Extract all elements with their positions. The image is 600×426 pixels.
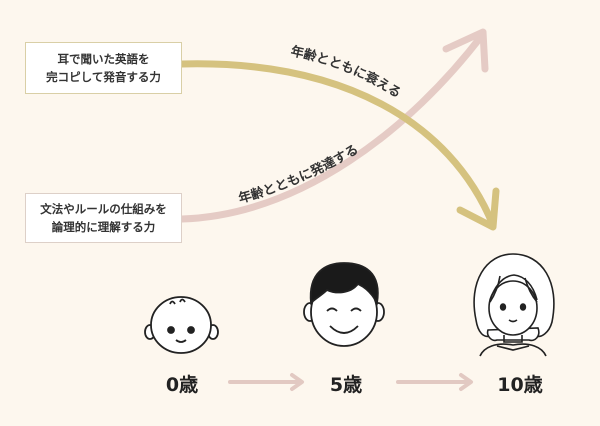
age-label-5: 5歳: [329, 374, 363, 396]
decline-curve-label: 年齢とともに衰える: [289, 43, 403, 101]
timeline-arrow-2: [396, 373, 473, 391]
develop-curve: [178, 30, 487, 223]
age-label-0: 0歳: [165, 374, 199, 396]
grammar-ability-line2: 論理的に理解する力: [51, 220, 156, 234]
grammar-ability-box: 文法やルールの仕組みを 論理的に理解する力: [25, 193, 182, 243]
age-label-10: 10歳: [497, 374, 543, 396]
grammar-ability-line1: 文法やルールの仕組みを: [40, 202, 167, 216]
boy-face-icon: [303, 262, 385, 347]
timeline-arrow-1: [228, 373, 304, 391]
decline-arrowhead: [456, 187, 500, 231]
pronunciation-ability-line1: 耳で聞いた英語を: [57, 52, 150, 66]
girl-face-icon: [473, 253, 555, 357]
decline-curve: [178, 60, 497, 229]
develop-curve-label: 年齢とともに発達する: [237, 142, 362, 207]
baby-face-icon: [144, 296, 219, 354]
develop-arrowhead: [442, 28, 489, 73]
pronunciation-ability-box: 耳で聞いた英語を 完コピして発音する力: [25, 42, 182, 94]
pronunciation-ability-line2: 完コピして発音する力: [46, 70, 161, 84]
